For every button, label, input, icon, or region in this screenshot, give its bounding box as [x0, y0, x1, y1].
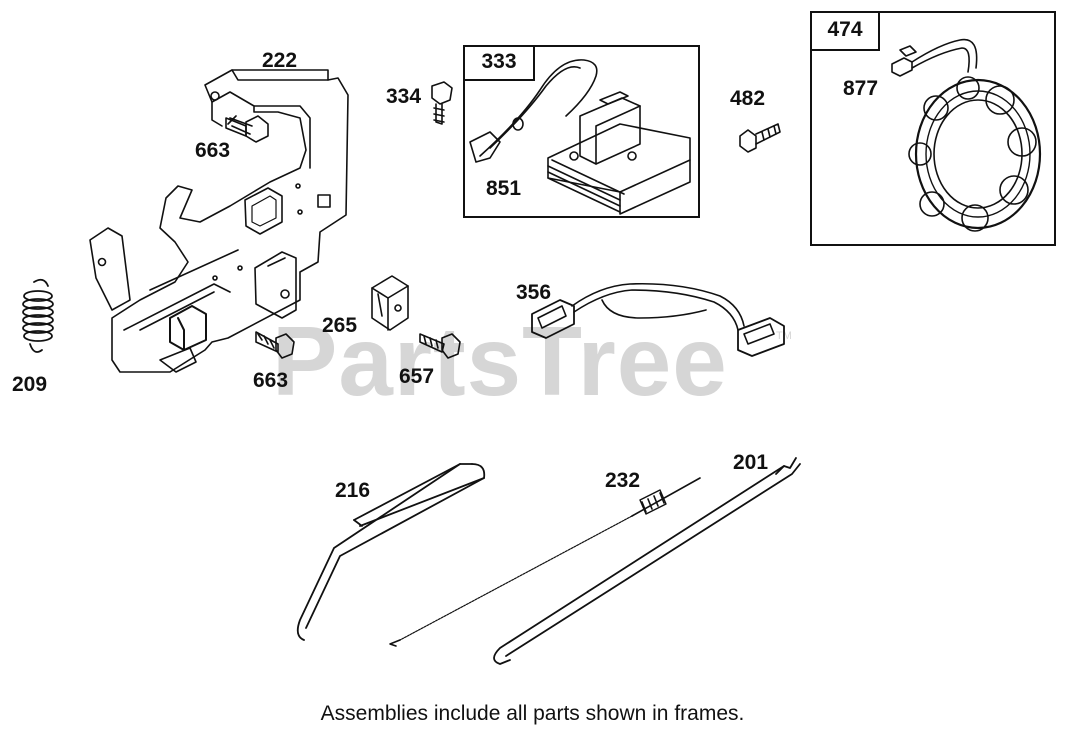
- label-209: 209: [12, 373, 48, 396]
- label-334: 334: [386, 85, 422, 108]
- label-657: 657: [399, 365, 435, 388]
- control-bracket-drawing: [89, 69, 349, 373]
- label-663-lower: 663: [253, 369, 289, 392]
- frame-ignition-assembly: 333: [463, 45, 700, 218]
- label-201: 201: [733, 451, 769, 474]
- label-232: 232: [605, 469, 641, 492]
- screw-663-lower-drawing: [255, 331, 295, 359]
- link-201-drawing: [493, 457, 801, 665]
- link-232-drawing: [389, 477, 701, 647]
- label-482: 482: [730, 87, 766, 110]
- screw-482-drawing: [739, 123, 781, 153]
- frame-tag-474: 474: [810, 11, 880, 51]
- label-265: 265: [322, 314, 358, 337]
- frame-tag-333: 333: [463, 45, 535, 81]
- label-356: 356: [516, 281, 552, 304]
- spring-209-drawing: [22, 278, 54, 353]
- label-216: 216: [335, 479, 371, 502]
- screw-663-upper-drawing: [225, 115, 269, 143]
- screw-657-drawing: [419, 333, 461, 359]
- frame-alternator-assembly: 474: [810, 11, 1056, 246]
- stator-drawing: [891, 38, 1042, 232]
- clip-265-drawing: [371, 275, 409, 331]
- caption: Assemblies include all parts shown in fr…: [320, 702, 745, 725]
- screw-334-drawing: [431, 81, 453, 125]
- label-663-upper: 663: [195, 139, 231, 162]
- label-222: 222: [262, 49, 298, 72]
- label-877: 877: [843, 77, 879, 100]
- link-216-drawing: [296, 463, 486, 641]
- ignition-coil-drawing: [469, 59, 691, 215]
- watermark: PartsTree: [272, 306, 728, 416]
- wire-harness-drawing: [531, 282, 785, 357]
- label-851: 851: [486, 177, 522, 200]
